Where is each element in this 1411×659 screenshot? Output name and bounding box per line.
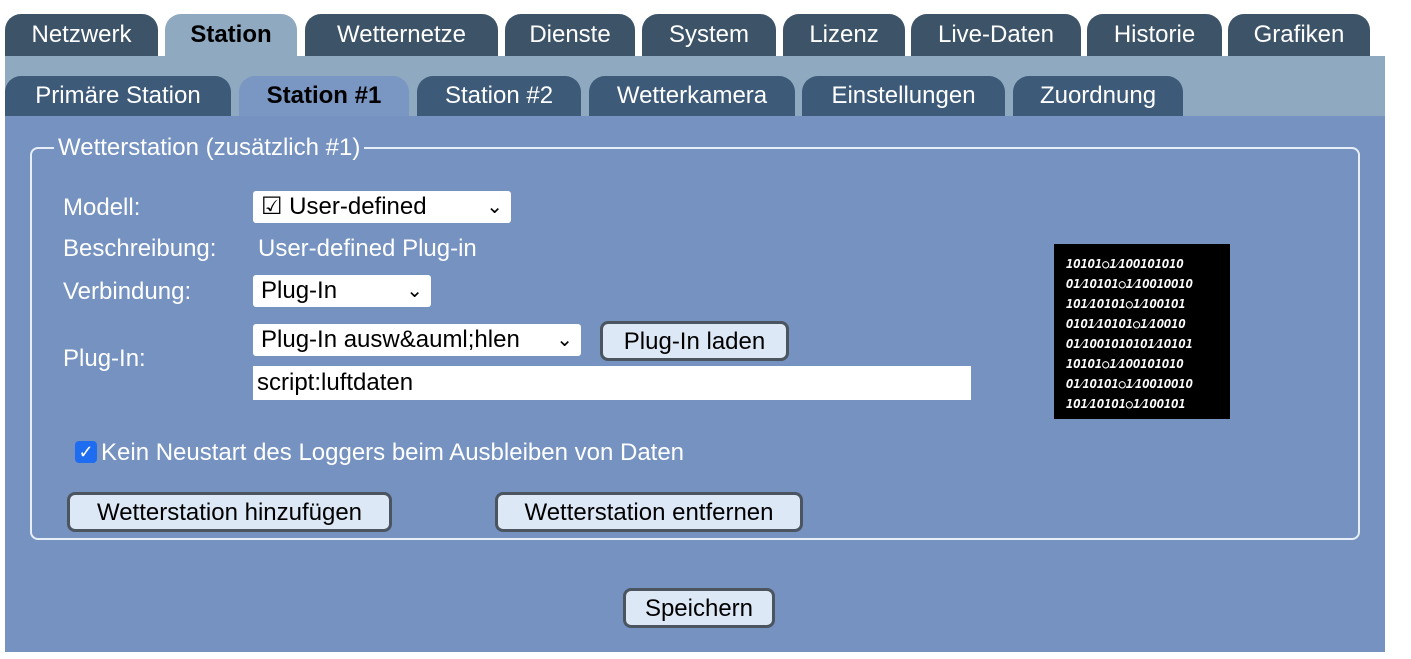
tab-station-2[interactable]: Station #2 [417,76,581,116]
tab-primaere-station[interactable]: Primäre Station [5,76,231,116]
content-panel: Wetterstation (zusätzlich #1) Modell: ☑ … [5,116,1385,652]
no-restart-checkbox[interactable]: ✓ [75,441,97,463]
add-station-button[interactable]: Wetterstation hinzufügen [67,492,392,532]
logo-line: 1O1O1○1⁄1OO1O1O1O [1066,257,1184,271]
logo-line: 1O1⁄1O1O1○1⁄1OO1O1 [1066,297,1186,311]
chevron-down-icon: ⌄ [556,329,573,351]
tab-wetternetze[interactable]: Wetternetze [305,14,498,56]
model-select-value: ☑ User-defined [261,193,427,220]
logo-line: 1O1⁄1O1O1○1⁄1OO1O1 [1066,397,1186,411]
plugin-select-value: Plug-In ausw&auml;hlen [261,326,520,353]
tab-dienste[interactable]: Dienste [505,14,635,56]
sub-tab-bar: Primäre Station Station #1 Station #2 We… [5,56,1385,116]
save-button[interactable]: Speichern [623,588,775,628]
connection-label: Verbindung: [63,278,192,305]
tab-station[interactable]: Station [165,14,297,60]
model-select[interactable]: ☑ User-defined ⌄ [253,191,511,223]
tab-wetterkamera[interactable]: Wetterkamera [589,76,795,116]
chevron-down-icon: ⌄ [486,196,503,218]
tab-einstellungen[interactable]: Einstellungen [802,76,1005,116]
tab-zuordnung[interactable]: Zuordnung [1013,76,1183,116]
tab-grafiken[interactable]: Grafiken [1228,14,1370,56]
plugin-label: Plug-In: [63,345,146,372]
logo-line: O1⁄1O1O1○1⁄1OO1OO1O [1066,377,1193,391]
main-tab-bar: Netzwerk Station Wetternetze Dienste Sys… [5,14,1385,60]
remove-station-button[interactable]: Wetterstation entfernen [495,492,803,532]
binary-logo-icon: 1O1O1○1⁄1OO1O1O1O O1⁄1O1O1○1⁄1OO1OO1O 1O… [1066,257,1193,411]
tab-live-daten[interactable]: Live-Daten [911,14,1081,56]
chevron-down-icon: ⌄ [406,280,423,302]
description-label: Beschreibung: [63,235,217,262]
model-label: Modell: [63,194,141,221]
tab-netzwerk[interactable]: Netzwerk [5,14,158,56]
tab-historie[interactable]: Historie [1087,14,1222,56]
station-fieldset: Wetterstation (zusätzlich #1) [30,134,1360,540]
plugin-script-input[interactable]: script:luftdaten [253,366,971,400]
no-restart-label: Kein Neustart des Loggers beim Ausbleibe… [101,439,685,466]
plugin-load-button[interactable]: Plug-In laden [600,321,789,361]
connection-select-value: Plug-In [261,277,338,304]
fieldset-legend: Wetterstation (zusätzlich #1) [58,134,361,161]
logo-line: O1⁄1OO1O1O1O1⁄1O1O1 [1066,337,1193,351]
tab-station-1[interactable]: Station #1 [239,76,409,116]
plugin-logo-image: 1O1O1○1⁄1OO1O1O1O O1⁄1O1O1○1⁄1OO1OO1O 1O… [1054,244,1230,419]
description-value: User-defined Plug-in [258,235,477,262]
plugin-select[interactable]: Plug-In ausw&auml;hlen ⌄ [253,324,581,356]
logo-line: O1⁄1O1O1○1⁄1OO1OO1O [1066,277,1193,291]
tab-system[interactable]: System [642,14,776,56]
logo-line: O1O1⁄1O1O1○1⁄1OO1O [1066,317,1186,331]
logo-line: 1O1O1○1⁄1OO1O1O1O [1066,357,1184,371]
connection-select[interactable]: Plug-In ⌄ [253,275,431,307]
tab-lizenz[interactable]: Lizenz [783,14,905,56]
